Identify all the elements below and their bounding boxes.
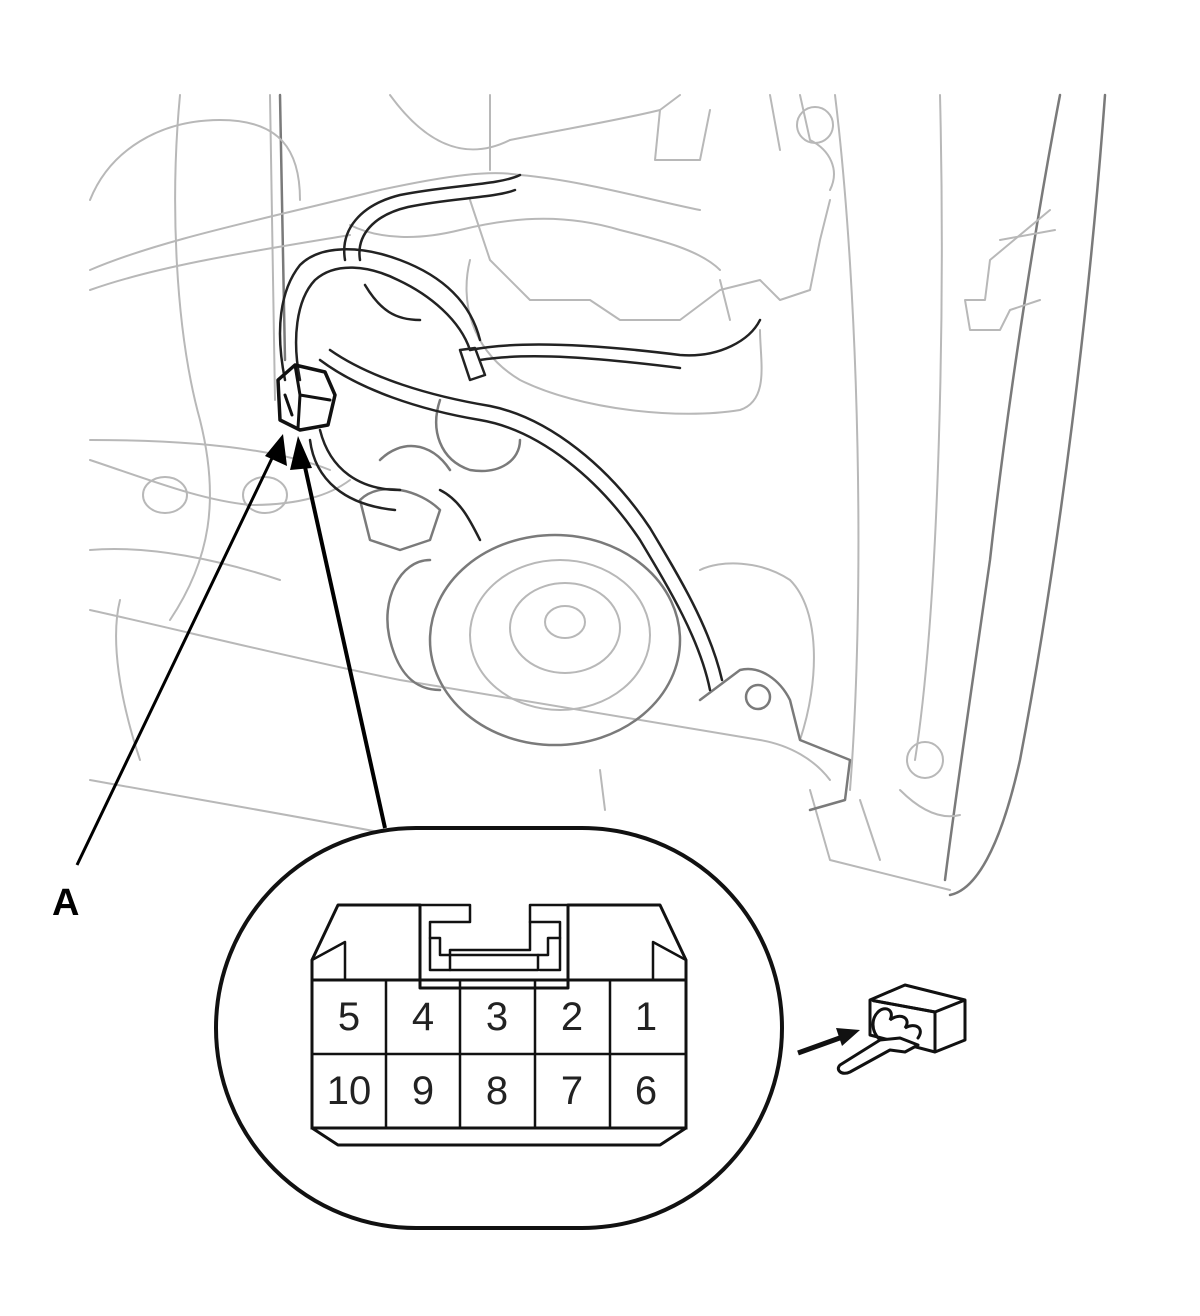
pin-8-label: 8 — [486, 1069, 508, 1113]
callout-label-a: A — [52, 882, 79, 924]
callout-leader-lines — [75, 434, 387, 866]
pin-6-label: 6 — [635, 1069, 657, 1113]
pin-3-label: 3 — [486, 995, 508, 1039]
pin-4-label: 4 — [412, 995, 434, 1039]
pin-1-label: 1 — [635, 995, 657, 1039]
harness-connector-a — [276, 363, 337, 432]
pin-10-label: 10 — [327, 1069, 372, 1113]
pin-2-label: 2 — [561, 995, 583, 1039]
door-panel-illustration — [89, 93, 1107, 897]
pin-7-label: 7 — [561, 1069, 583, 1113]
speaker-illustration — [386, 533, 852, 812]
connector-face-view — [214, 826, 784, 1230]
pin-9-label: 9 — [412, 1069, 434, 1113]
probe-hand-icon — [797, 1007, 922, 1075]
pin-labels-bottom-row: 10 9 8 7 6 — [327, 1069, 657, 1113]
wire-harness — [278, 173, 762, 692]
pin-labels-top-row: 5 4 3 2 1 — [338, 995, 657, 1039]
pin-5-label: 5 — [338, 995, 360, 1039]
